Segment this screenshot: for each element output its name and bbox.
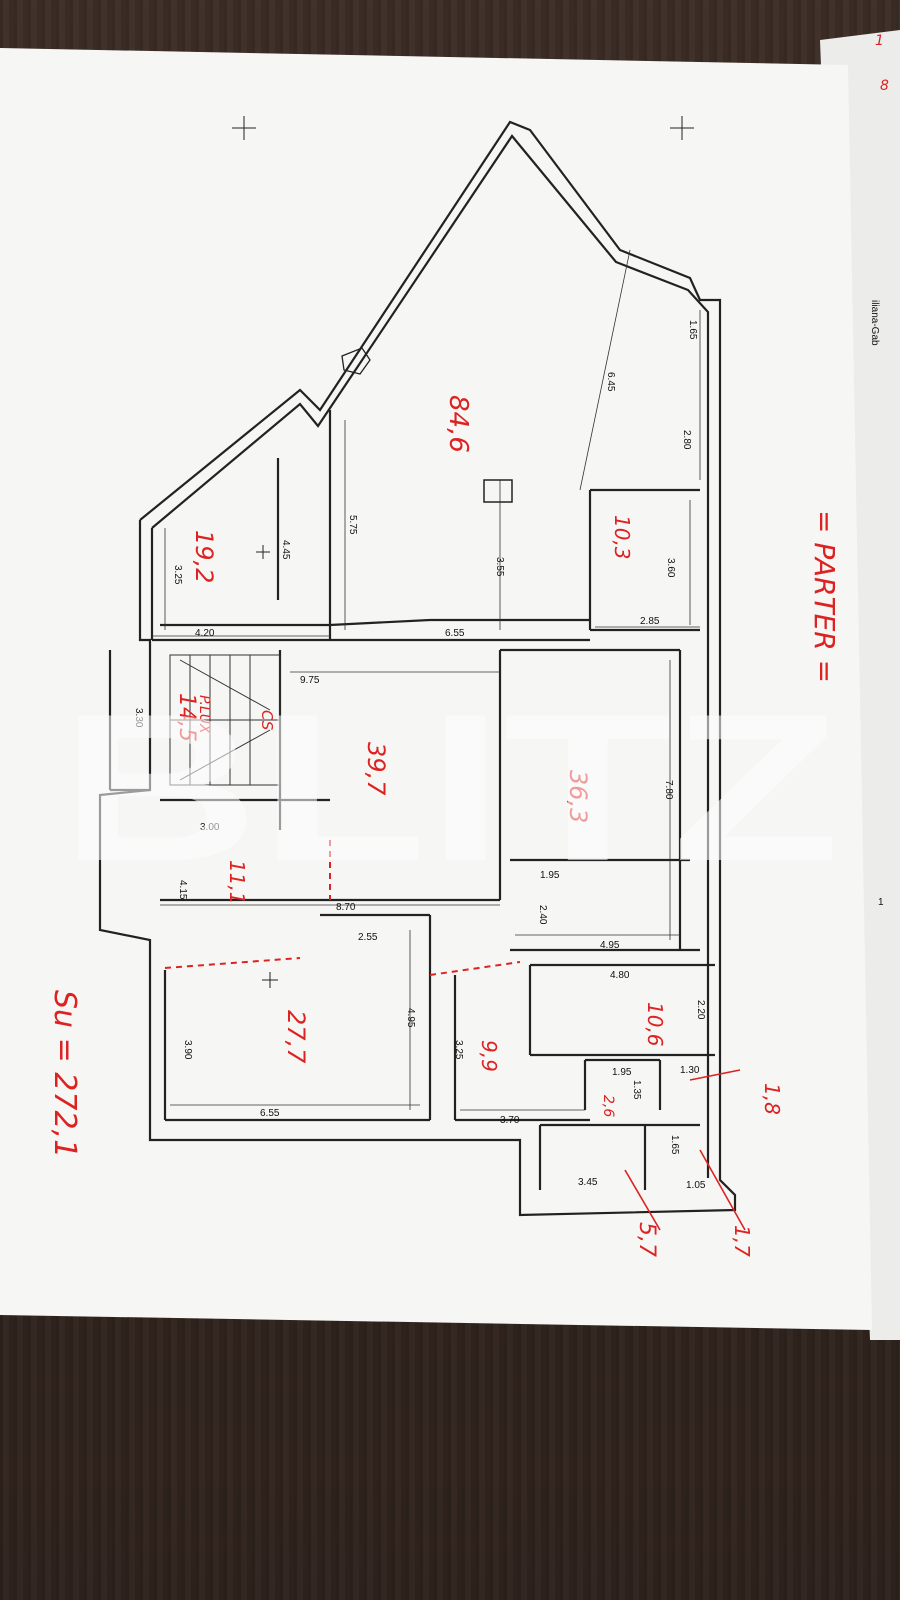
cs-label: CS	[258, 710, 276, 731]
walls	[98, 120, 737, 1217]
area-84-6: 84,6	[443, 395, 473, 453]
area-27-7: 27,7	[282, 1010, 310, 1064]
dim-15: 4.15	[177, 880, 188, 900]
area-2-6: 2,6	[600, 1095, 616, 1117]
pillar	[483, 479, 513, 503]
dim-12: 9.75	[300, 675, 320, 686]
area-5-7: 5,7	[634, 1222, 659, 1257]
edge-mark-2: 8	[880, 78, 889, 94]
dim-11: 4.20	[195, 628, 215, 639]
dim-20: 4.95	[600, 940, 620, 951]
room-crosses	[256, 545, 278, 988]
dimension-lines	[152, 249, 701, 1111]
dim-27: 3.25	[453, 1040, 464, 1060]
dim-18: 1.95	[540, 870, 560, 881]
dimension-texts: 1.65 6.45 2.80 3.60 2.85 3.55 6.55 5.75 …	[133, 320, 706, 1191]
area-1-8: 1,8	[760, 1083, 784, 1115]
area-1-7: 1,7	[730, 1225, 754, 1257]
dim-28: 3.70	[500, 1115, 520, 1126]
dim-23: 3.90	[182, 1040, 193, 1060]
stair-caption: P.LUX	[196, 695, 212, 734]
dim-24: 6.55	[260, 1108, 280, 1119]
dim-31: 1.30	[680, 1065, 700, 1076]
dim-30: 1.35	[631, 1080, 642, 1100]
dim-29: 1.95	[612, 1067, 632, 1078]
area-19-2: 19,2	[190, 530, 218, 583]
watermark: BLITZ	[60, 670, 840, 905]
dim-19: 2.40	[537, 905, 548, 925]
edge-mark-1: 1	[875, 33, 884, 49]
dim-22: 4.95	[405, 1008, 416, 1028]
dim-13: 3.30	[133, 708, 144, 728]
dim-6: 3.55	[494, 557, 505, 577]
dim-3: 2.80	[681, 430, 692, 450]
area-36-3: 36,3	[564, 770, 592, 823]
area-14-5: 14,5	[174, 693, 199, 742]
dim-10: 3.25	[172, 565, 183, 585]
red-dividers	[164, 840, 521, 976]
dim-16: 8.70	[336, 902, 356, 913]
dim-9: 4.45	[280, 540, 291, 560]
total-area-note: Su = 272,1	[47, 990, 82, 1158]
registration-marks	[232, 116, 694, 140]
edge-text: iliana-Gab	[869, 300, 880, 346]
dim-21: 2.55	[358, 932, 378, 943]
dim-33: 3.45	[578, 1177, 598, 1188]
dim-14: 3.00	[200, 822, 220, 833]
dim-34: 1.05	[686, 1180, 706, 1191]
dim-5: 2.85	[640, 616, 660, 627]
area-10-6: 10,6	[643, 1002, 667, 1047]
level-note: = PARTER =	[808, 510, 841, 683]
staircase	[169, 654, 281, 786]
area-39-7: 39,7	[362, 742, 390, 796]
dim-1: 1.65	[687, 320, 698, 340]
dim-2: 6.45	[605, 372, 616, 392]
handwritten-areas: 84,6 19,2 10,3 39,7 14,5 11,1 36,3 27,7 …	[47, 395, 841, 1257]
dim-32: 1.65	[669, 1135, 680, 1155]
edge-mark-3: 1	[878, 897, 884, 908]
paper-sheet	[0, 48, 872, 1330]
area-10-3: 10,3	[610, 515, 634, 560]
dim-4: 3.60	[665, 558, 676, 578]
column-hexagon	[341, 347, 371, 375]
area-9-9: 9,9	[477, 1040, 501, 1072]
dim-26: 2.20	[695, 1000, 706, 1020]
dim-8: 5.75	[347, 515, 358, 535]
dim-25: 4.80	[610, 970, 630, 981]
dim-17: 7.80	[663, 780, 674, 800]
dim-7: 6.55	[445, 628, 465, 639]
red-leader-lines	[624, 1069, 746, 1231]
area-11-1: 11,1	[225, 860, 249, 905]
